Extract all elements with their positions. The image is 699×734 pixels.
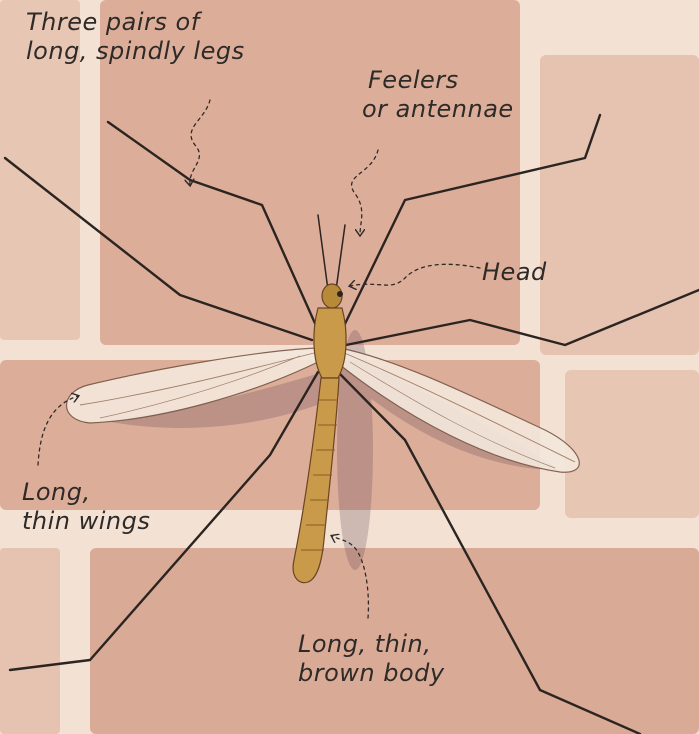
legs-label-line1: Three pairs of [26,8,245,37]
thorax [314,308,346,378]
wings-label-line2: thin wings [22,507,150,536]
body-label: Long, thin, brown body [298,630,445,688]
antennae-label-line1: Feelers [362,66,514,95]
brick [565,370,699,518]
body-label-line1: Long, thin, [298,630,445,659]
legs-label: Three pairs of long, spindly legs [26,8,245,66]
brick [540,55,699,355]
head-label-text: Head [482,258,547,287]
body-label-line2: brown body [298,659,445,688]
antennae-label: Feelers or antennae [362,66,514,124]
legs-label-line2: long, spindly legs [26,37,245,66]
wings-label-line1: Long, [22,478,150,507]
wings-label: Long, thin wings [22,478,150,536]
head-label: Head [482,258,547,287]
brick [0,548,60,734]
antennae-label-line2: or antennae [362,95,514,124]
